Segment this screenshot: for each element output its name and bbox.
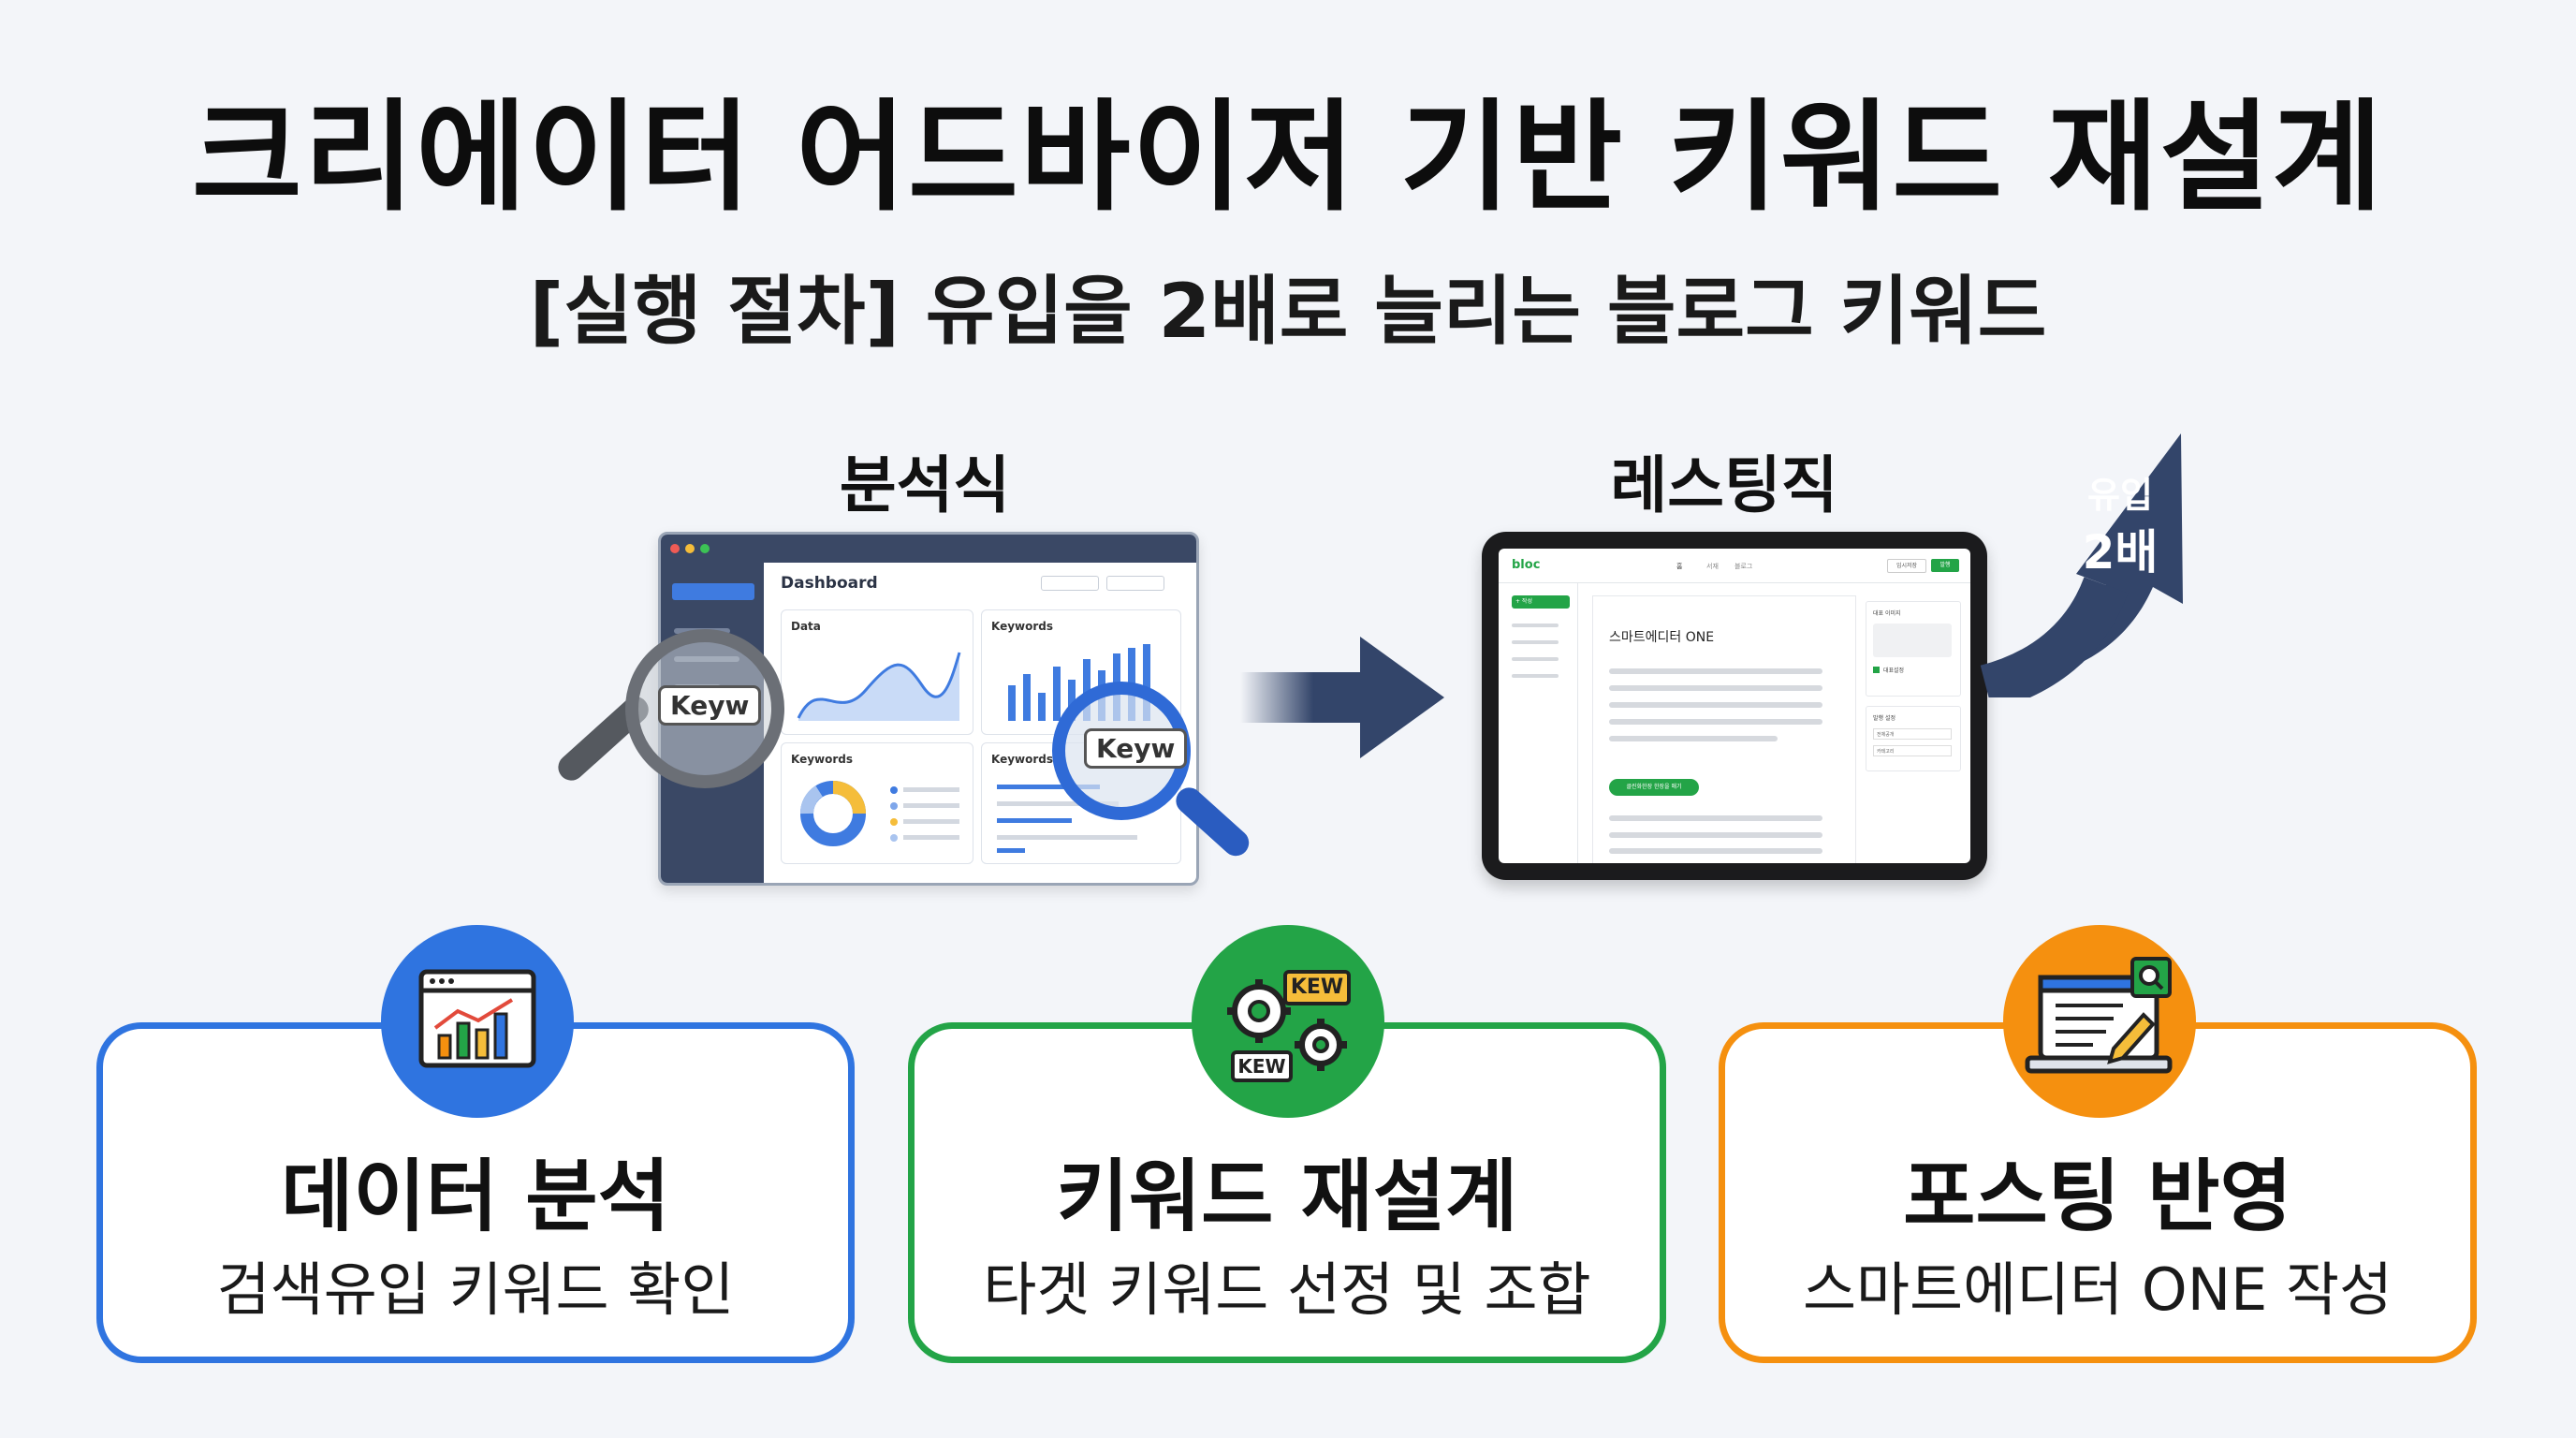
growth-arrow-icon — [1980, 433, 2183, 697]
blog-logo: bloc — [1512, 558, 1541, 572]
panel-select: 전체공개 — [1873, 728, 1952, 740]
gears-keyword-icon: KEW KEW — [1192, 925, 1384, 1118]
laptop-edit-icon — [2003, 925, 2196, 1118]
card-subtitle: 검색유입 키워드 확인 — [216, 1255, 735, 1324]
progress-list — [997, 785, 1137, 853]
keywords-donut-card: Keywords — [781, 742, 973, 864]
card-title: 데이터 분석 — [281, 1151, 670, 1242]
nav-item: 홈 — [1676, 563, 1683, 570]
card-title: 키워드 재설계 — [1056, 1151, 1518, 1242]
chart-browser-icon — [381, 925, 574, 1118]
tablet-editor-illustration: bloc 홈 서재 블로그 임시저장 발행 + 작성 스마트에디터 ONE 클린… — [1482, 532, 1987, 880]
card-subtitle: 타겟 키워드 선정 및 조합 — [983, 1255, 1591, 1324]
card-label: Keywords — [991, 753, 1054, 766]
growth-value: 2배 — [2082, 525, 2159, 580]
minimize-dot-icon — [685, 544, 695, 553]
dropdown — [1041, 576, 1099, 591]
card-label: Keywords — [991, 620, 1054, 633]
dropdown — [1106, 576, 1164, 591]
gear-tag: KEW — [1290, 976, 1344, 999]
panel-title: 발행 설정 — [1873, 715, 1895, 722]
window-titlebar — [661, 535, 1196, 563]
editor-green-button: 클린화한장 한장을 매기 — [1609, 779, 1699, 796]
panel-title: 대표 이미지 — [1873, 610, 1901, 617]
magnifier-keyword-2: Keyw — [1084, 728, 1188, 769]
editor-title: 스마트에디터 ONE — [1609, 630, 1715, 645]
tablet-screen: bloc 홈 서재 블로그 임시저장 발행 + 작성 스마트에디터 ONE 클린… — [1499, 549, 1970, 863]
card-title: 포스팅 반영 — [1903, 1151, 2292, 1242]
publish-button: 발행 — [1931, 559, 1959, 572]
nav-item: 서재 — [1706, 563, 1719, 570]
analysis-label: 분석식 — [839, 449, 1011, 521]
card-label: Keywords — [791, 753, 854, 766]
temp-save-button: 임시저장 — [1887, 559, 1926, 573]
donut-chart — [800, 781, 959, 846]
panel-select: 카테고리 — [1873, 745, 1952, 756]
page-title: 크리에이터 어드바이저 기반 키워드 재설계 — [192, 88, 2384, 227]
card-subtitle: 스마트에디터 ONE 작성 — [1802, 1255, 2393, 1324]
sidebar-active-item — [672, 583, 754, 600]
write-button: + 작성 — [1512, 595, 1570, 609]
listing-label: 레스팅직 — [1610, 449, 1838, 521]
close-dot-icon — [670, 544, 680, 553]
dashboard-title: Dashboard — [781, 574, 878, 593]
right-arrow-icon — [1240, 637, 1444, 758]
area-chart — [797, 652, 961, 721]
growth-label: 유입 — [2087, 475, 2153, 516]
gear-tag: KEW — [1237, 1055, 1286, 1078]
card-label: Data — [791, 620, 821, 633]
maximize-dot-icon — [700, 544, 710, 553]
page-subtitle: [실행 절차] 유입을 2배로 늘리는 블로그 키워드 — [529, 268, 2047, 355]
magnifier-keyword-1: Keyw — [658, 685, 762, 726]
dashboard-illustration: Dashboard Data Keywords Keywords — [658, 532, 1199, 886]
nav-item: 블로그 — [1734, 563, 1753, 570]
panel-check-label: 대표설정 — [1883, 668, 1905, 674]
data-card: Data — [781, 609, 973, 735]
